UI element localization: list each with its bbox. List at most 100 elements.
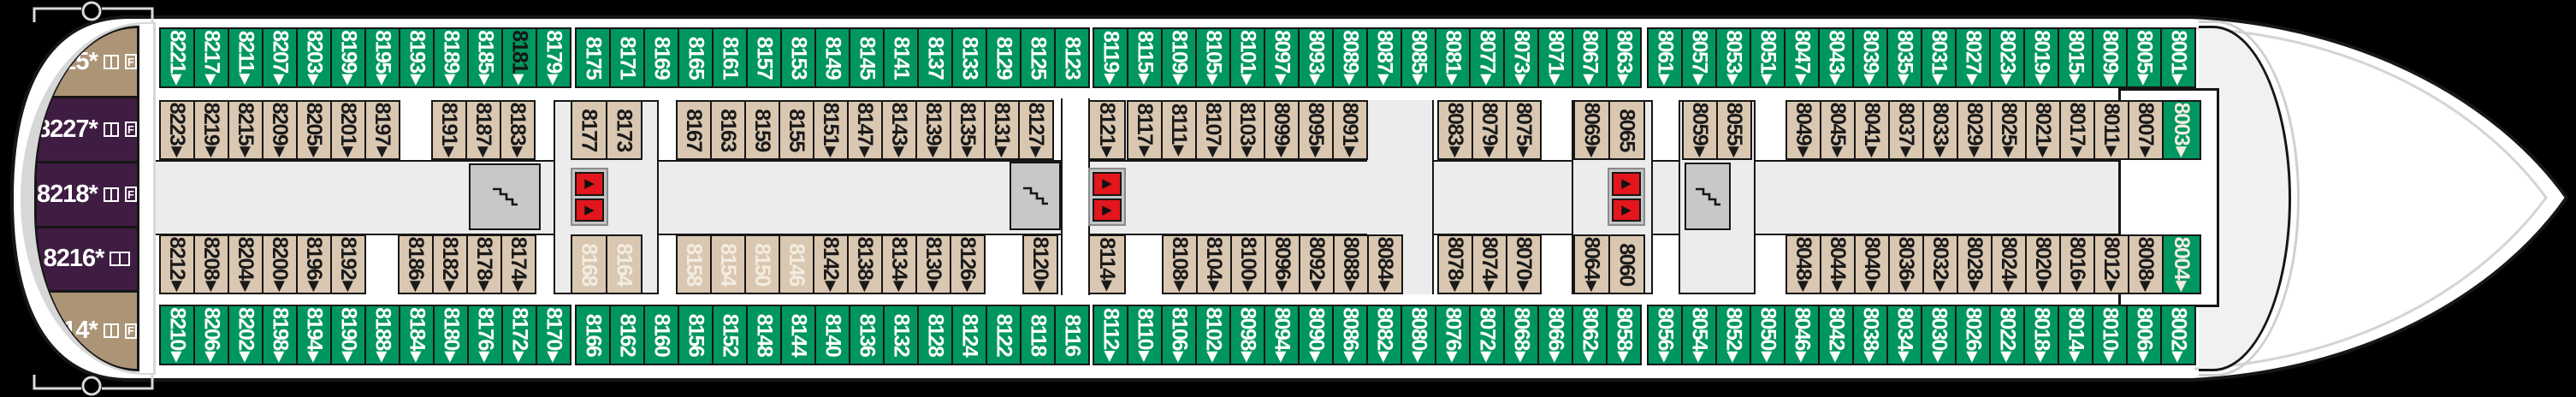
cabin-8097[interactable]: 8097▶ [1264, 27, 1300, 88]
cabin-8111[interactable]: 8111▶ [1161, 100, 1197, 160]
suite-8216[interactable]: 8216* [37, 225, 137, 291]
cabin-8042[interactable]: 8042▶ [1818, 305, 1854, 365]
cabin-8079[interactable]: 8079▶ [1472, 100, 1507, 160]
cabin-8123[interactable]: 8123 [1054, 27, 1090, 88]
cabin-8188[interactable]: 8188▶ [364, 305, 400, 365]
cabin-8002[interactable]: 8002▶ [2160, 305, 2196, 365]
cabin-8043[interactable]: 8043▶ [1818, 27, 1854, 88]
cabin-8201[interactable]: 8201▶ [330, 100, 366, 160]
cabin-8141[interactable]: 8141 [883, 27, 919, 88]
cabin-8183[interactable]: 8183▶ [500, 100, 536, 160]
cabin-8192[interactable]: 8192▶ [330, 234, 366, 294]
cabin-8009[interactable]: 8009▶ [2092, 27, 2128, 88]
cabin-8077[interactable]: 8077▶ [1469, 27, 1505, 88]
cabin-8135[interactable]: 8135▶ [950, 100, 986, 160]
cabin-8117[interactable]: 8117▶ [1127, 100, 1163, 160]
cabin-8152[interactable]: 8152 [712, 305, 748, 365]
cabin-8202[interactable]: 8202▶ [228, 305, 264, 365]
cabin-8116[interactable]: 8116 [1054, 305, 1090, 365]
cabin-8205[interactable]: 8205▶ [296, 100, 332, 160]
cabin-8127[interactable]: 8127▶ [1018, 100, 1054, 160]
cabin-8039[interactable]: 8039▶ [1852, 27, 1888, 88]
cabin-8016[interactable]: 8016▶ [2059, 234, 2095, 294]
cabin-8020[interactable]: 8020▶ [2025, 234, 2061, 294]
cabin-8022[interactable]: 8022▶ [1989, 305, 2025, 365]
cabin-8208[interactable]: 8208▶ [193, 234, 229, 294]
cabin-8150[interactable]: 8150 [744, 234, 780, 294]
cabin-8174[interactable]: 8174▶ [500, 234, 536, 294]
cabin-8158[interactable]: 8158 [676, 234, 712, 294]
cabin-8144[interactable]: 8144 [780, 305, 816, 365]
cabin-8130[interactable]: 8130▶ [915, 234, 951, 294]
cabin-8145[interactable]: 8145 [849, 27, 885, 88]
cabin-8133[interactable]: 8133 [951, 27, 987, 88]
cabin-8090[interactable]: 8090▶ [1298, 305, 1334, 365]
cabin-8088[interactable]: 8088▶ [1333, 234, 1369, 294]
cabin-8103[interactable]: 8103▶ [1229, 100, 1265, 160]
cabin-8091[interactable]: 8091▶ [1332, 100, 1368, 160]
cabin-8187[interactable]: 8187▶ [465, 100, 501, 160]
cabin-8003[interactable]: 8003▶ [2162, 100, 2201, 160]
cabin-8073[interactable]: 8073▶ [1503, 27, 1539, 88]
cabin-8001[interactable]: 8001▶ [2160, 27, 2196, 88]
cabin-8012[interactable]: 8012▶ [2093, 234, 2129, 294]
cabin-8036[interactable]: 8036▶ [1888, 234, 1924, 294]
cabin-8159[interactable]: 8159 [744, 100, 780, 160]
cabin-8011[interactable]: 8011▶ [2093, 100, 2129, 160]
cabin-8105[interactable]: 8105▶ [1195, 27, 1231, 88]
cabin-8191[interactable]: 8191▶ [431, 100, 467, 160]
cabin-8114[interactable]: 8114▶ [1088, 234, 1126, 294]
cabin-8100[interactable]: 8100▶ [1230, 234, 1266, 294]
cabin-8104[interactable]: 8104▶ [1196, 234, 1232, 294]
cabin-8074[interactable]: 8074▶ [1472, 234, 1507, 294]
cabin-8167[interactable]: 8167 [676, 100, 712, 160]
cabin-8165[interactable]: 8165 [678, 27, 714, 88]
suite-8227[interactable]: 8227*F [37, 95, 137, 161]
cabin-8179[interactable]: 8179▶ [536, 27, 571, 88]
cabin-8084[interactable]: 8084▶ [1367, 234, 1403, 294]
cabin-8076[interactable]: 8076▶ [1435, 305, 1471, 365]
cabin-8126[interactable]: 8126▶ [950, 234, 986, 294]
cabin-8131[interactable]: 8131▶ [984, 100, 1020, 160]
cabin-8068[interactable]: 8068▶ [1503, 305, 1539, 365]
cabin-8004[interactable]: 8004▶ [2162, 234, 2201, 294]
cabin-8212[interactable]: 8212▶ [159, 234, 195, 294]
cabin-8189[interactable]: 8189▶ [433, 27, 469, 88]
cabin-8120[interactable]: 8120▶ [1022, 234, 1058, 294]
cabin-8169[interactable]: 8169 [643, 27, 679, 88]
cabin-8005[interactable]: 8005▶ [2126, 27, 2162, 88]
cabin-8155[interactable]: 8155 [779, 100, 814, 160]
cabin-8050[interactable]: 8050▶ [1750, 305, 1785, 365]
cabin-8197[interactable]: 8197▶ [364, 100, 400, 160]
cabin-8129[interactable]: 8129 [986, 27, 1022, 88]
cabin-8196[interactable]: 8196▶ [296, 234, 332, 294]
cabin-8051[interactable]: 8051▶ [1750, 27, 1785, 88]
cabin-8060[interactable]: 8060 [1608, 234, 1645, 294]
cabin-8019[interactable]: 8019▶ [2023, 27, 2059, 88]
cabin-8031[interactable]: 8031▶ [1921, 27, 1957, 88]
cabin-8029[interactable]: 8029▶ [1957, 100, 1993, 160]
cabin-8173[interactable]: 8173 [606, 100, 643, 160]
cabin-8058[interactable]: 8058▶ [1606, 305, 1642, 365]
cabin-8059[interactable]: 8059▶ [1682, 100, 1718, 160]
cabin-8178[interactable]: 8178▶ [466, 234, 502, 294]
cabin-8140[interactable]: 8140 [814, 305, 850, 365]
cabin-8112[interactable]: 8112▶ [1093, 305, 1128, 365]
cabin-8210[interactable]: 8210▶ [159, 305, 195, 365]
cabin-8041[interactable]: 8041▶ [1854, 100, 1890, 160]
cabin-8070[interactable]: 8070▶ [1506, 234, 1542, 294]
cabin-8161[interactable]: 8161 [712, 27, 748, 88]
cabin-8092[interactable]: 8092▶ [1299, 234, 1335, 294]
cabin-8066[interactable]: 8066▶ [1537, 305, 1573, 365]
cabin-8157[interactable]: 8157 [746, 27, 782, 88]
cabin-8044[interactable]: 8044▶ [1820, 234, 1856, 294]
cabin-8163[interactable]: 8163 [710, 100, 746, 160]
cabin-8055[interactable]: 8055▶ [1716, 100, 1752, 160]
cabin-8034[interactable]: 8034▶ [1886, 305, 1922, 365]
cabin-8190[interactable]: 8190▶ [330, 305, 366, 365]
cabin-8121[interactable]: 8121▶ [1088, 100, 1126, 160]
cabin-8049[interactable]: 8049▶ [1785, 100, 1821, 160]
cabin-8046[interactable]: 8046▶ [1784, 305, 1820, 365]
cabin-8153[interactable]: 8153 [780, 27, 816, 88]
cabin-8185[interactable]: 8185▶ [467, 27, 503, 88]
